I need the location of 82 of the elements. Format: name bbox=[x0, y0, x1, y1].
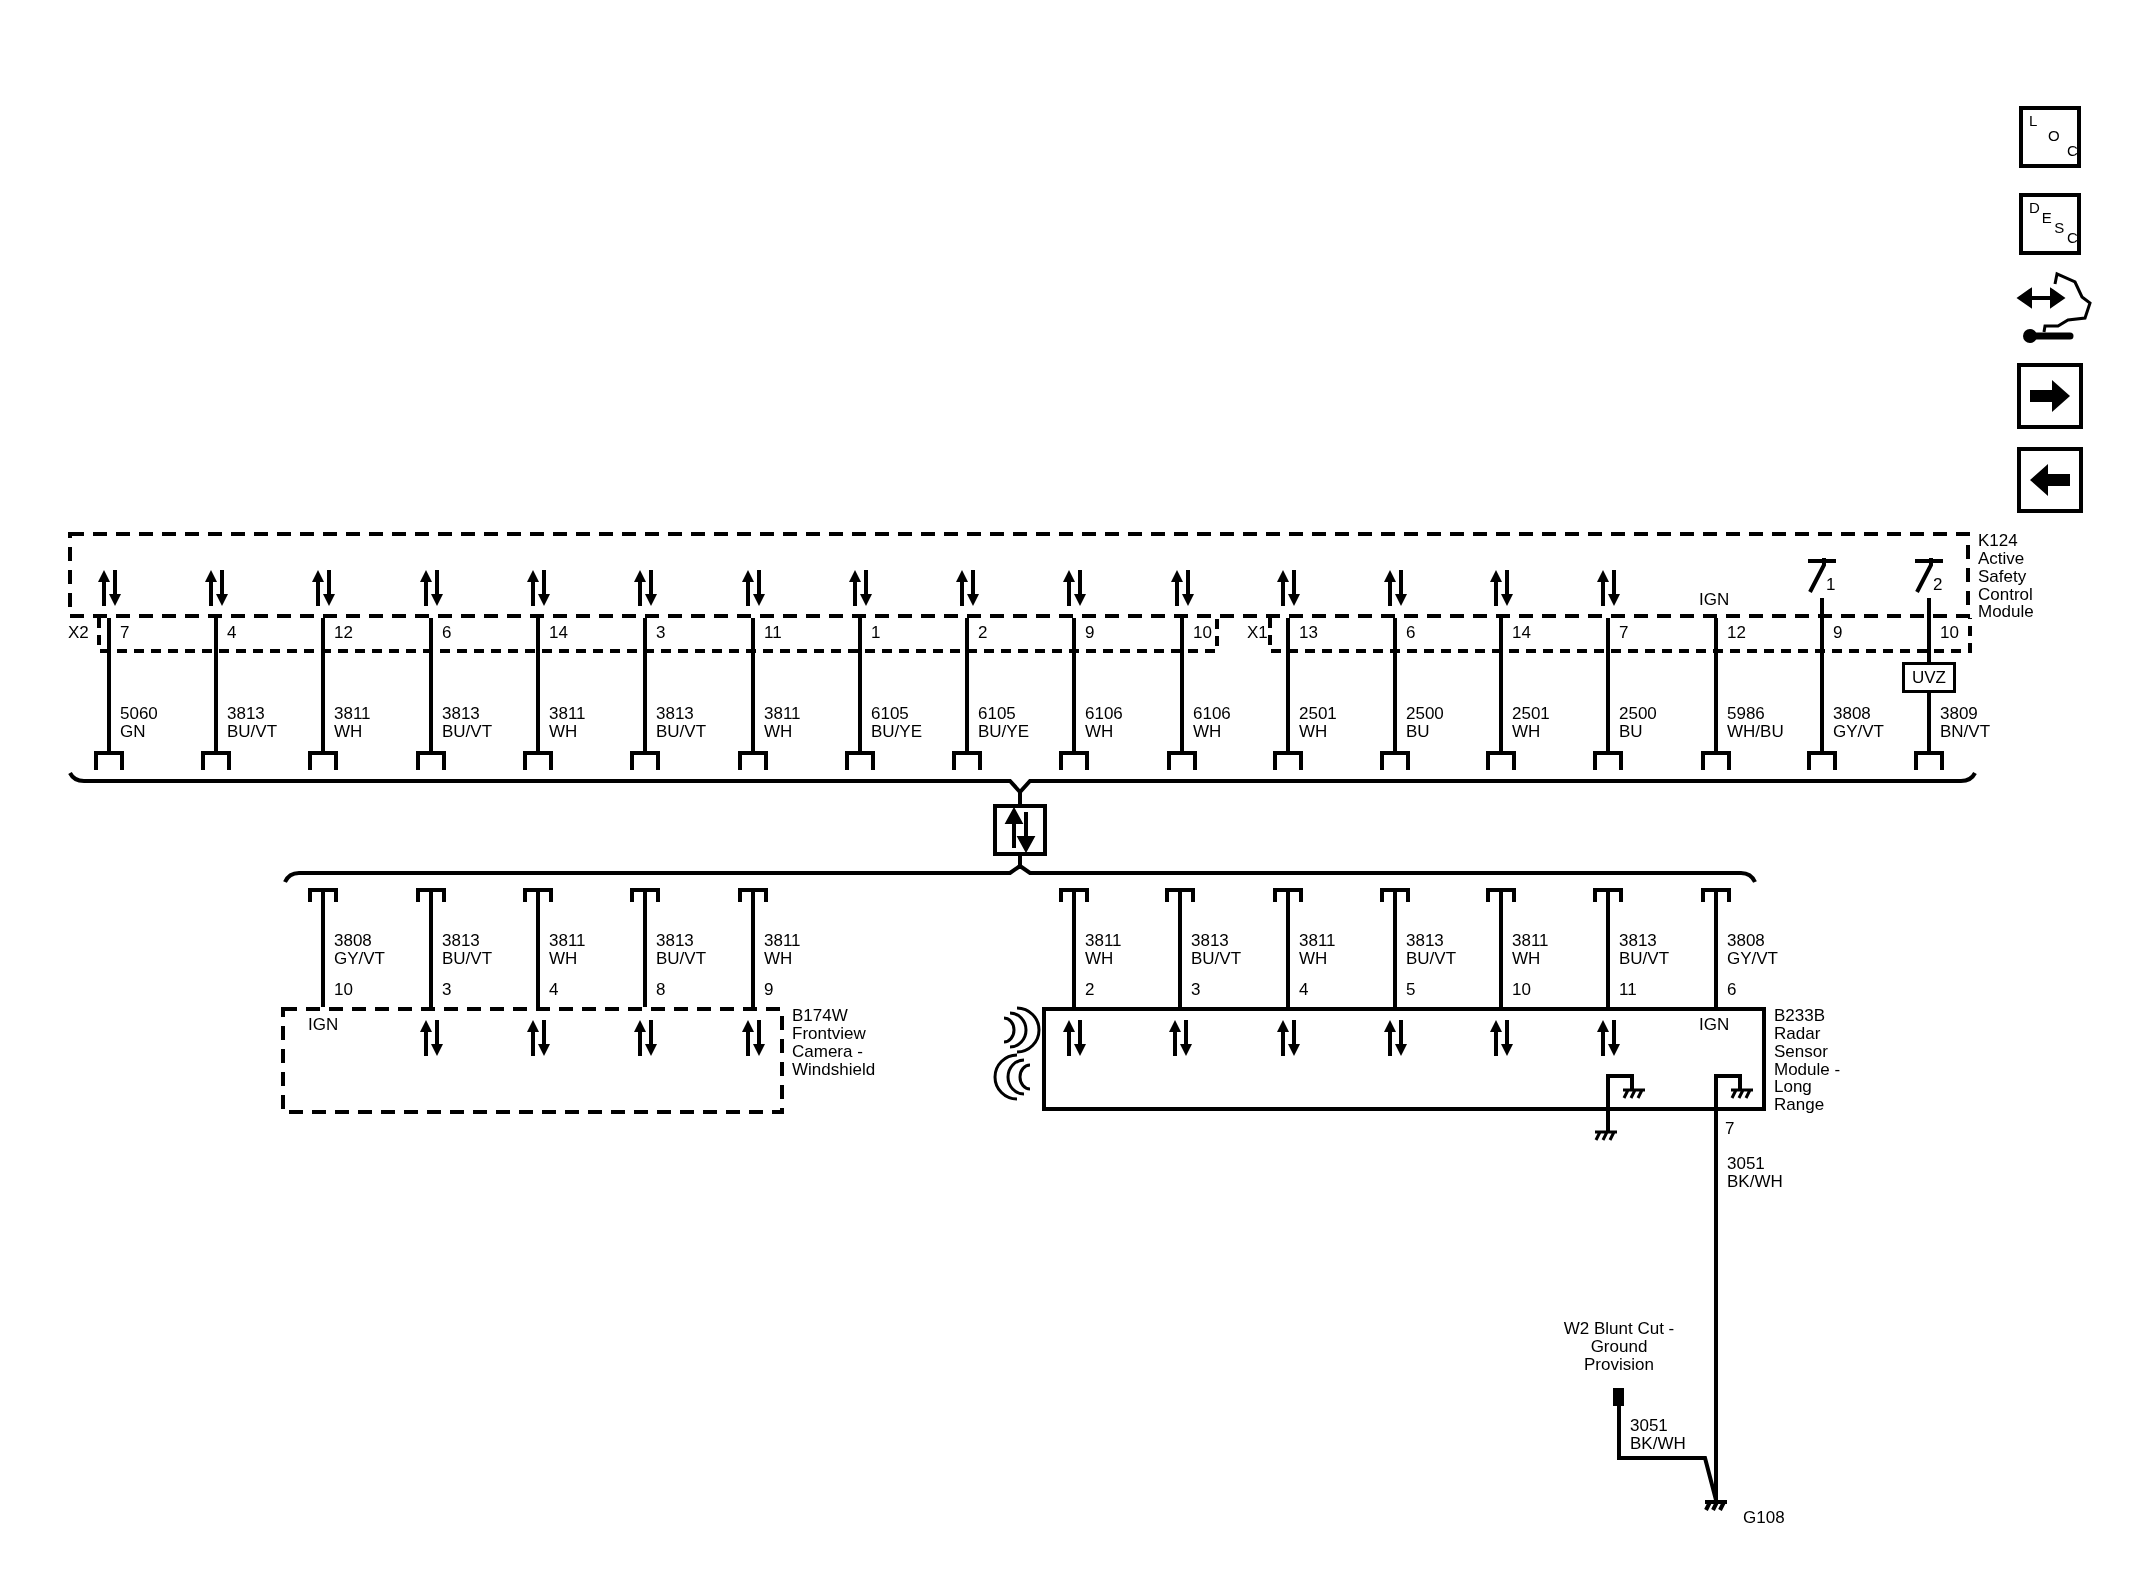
pin-number: 6 bbox=[442, 624, 452, 641]
reference-box: DESC bbox=[2019, 193, 2081, 255]
terminal-label: IGN bbox=[1699, 1016, 1730, 1033]
data-link-box bbox=[993, 804, 1047, 856]
pin-number: 10 bbox=[1193, 624, 1212, 641]
switch-number: 1 bbox=[1826, 576, 1836, 593]
wire bbox=[858, 618, 862, 751]
terminal-label: IGN bbox=[1699, 591, 1730, 608]
module-name: B233B Radar Sensor Module - Long Range bbox=[1774, 1007, 1842, 1115]
component-box: UVZ bbox=[1902, 662, 1956, 693]
pin-number: 3 bbox=[1191, 981, 1201, 998]
wire bbox=[643, 906, 647, 1007]
wire bbox=[1927, 618, 1931, 662]
pin-number: 14 bbox=[549, 624, 568, 641]
pin-number: 7 bbox=[120, 624, 130, 641]
wire bbox=[1606, 618, 1610, 751]
reference-box: LOC bbox=[2019, 106, 2081, 168]
pin-number: 11 bbox=[764, 624, 782, 641]
wire bbox=[751, 618, 755, 751]
wire bbox=[1820, 618, 1824, 751]
wire bbox=[536, 618, 540, 751]
wire bbox=[1606, 906, 1610, 1007]
connector-label: X2 bbox=[68, 624, 89, 641]
pin-number: 10 bbox=[1940, 624, 1959, 641]
wire bbox=[429, 906, 433, 1007]
pin-number: 3 bbox=[656, 624, 666, 641]
wire bbox=[1286, 906, 1290, 1007]
wire bbox=[965, 618, 969, 751]
wire bbox=[1072, 906, 1076, 1007]
module-name: B174W Frontview Camera - Windshield bbox=[792, 1007, 874, 1079]
pin-number: 6 bbox=[1727, 981, 1737, 998]
wire bbox=[107, 618, 111, 751]
pin-number: 9 bbox=[1085, 624, 1095, 641]
module-name: K124 Active Safety Control Module bbox=[1978, 532, 2034, 622]
pin-number: 1 bbox=[871, 624, 881, 641]
wire bbox=[1714, 906, 1718, 1007]
terminal-label: IGN bbox=[308, 1016, 339, 1033]
pin-number: 13 bbox=[1299, 624, 1318, 641]
pin-number: 7 bbox=[1619, 624, 1629, 641]
pin-number: 11 bbox=[1619, 981, 1637, 998]
pin-number: 4 bbox=[1299, 981, 1309, 998]
pin-number: 14 bbox=[1512, 624, 1531, 641]
wire bbox=[1714, 1111, 1718, 1500]
ground-label: G108 bbox=[1743, 1509, 1785, 1526]
wire bbox=[536, 906, 540, 1007]
switch-number: 2 bbox=[1933, 576, 1943, 593]
pin-number: 3 bbox=[442, 981, 452, 998]
pin-number: 9 bbox=[1833, 624, 1843, 641]
pin-number: 5 bbox=[1406, 981, 1416, 998]
wire bbox=[1393, 618, 1397, 751]
wire bbox=[1617, 1406, 1718, 1501]
connector-label: X1 bbox=[1247, 624, 1268, 641]
wire bbox=[1180, 618, 1184, 751]
pin-number: 4 bbox=[549, 981, 559, 998]
wire bbox=[429, 618, 433, 751]
pin-number: 10 bbox=[334, 981, 353, 998]
wire bbox=[1393, 906, 1397, 1007]
wire bbox=[1499, 906, 1503, 1007]
pin-number: 8 bbox=[656, 981, 666, 998]
pin-number: 12 bbox=[1727, 624, 1746, 641]
ground-provision-name: W2 Blunt Cut - Ground Provision bbox=[1562, 1320, 1676, 1374]
wire bbox=[1927, 693, 1931, 751]
pin-number: 12 bbox=[334, 624, 353, 641]
pin-number: 2 bbox=[978, 624, 988, 641]
wire bbox=[1714, 618, 1718, 751]
pin-number: 4 bbox=[227, 624, 237, 641]
wire bbox=[1286, 618, 1290, 751]
wire bbox=[321, 906, 325, 1007]
wire bbox=[321, 618, 325, 751]
wire bbox=[751, 906, 755, 1007]
pin-number: 6 bbox=[1406, 624, 1416, 641]
wire bbox=[214, 618, 218, 751]
wire bbox=[1018, 792, 1022, 804]
wire bbox=[1018, 856, 1022, 866]
wire bbox=[1499, 618, 1503, 751]
pin-number: 2 bbox=[1085, 981, 1095, 998]
pin-number: 10 bbox=[1512, 981, 1531, 998]
wire bbox=[1178, 906, 1182, 1007]
wire bbox=[643, 618, 647, 751]
wire bbox=[1072, 618, 1076, 751]
pin-number: 7 bbox=[1725, 1120, 1735, 1137]
pin-number: 9 bbox=[764, 981, 774, 998]
